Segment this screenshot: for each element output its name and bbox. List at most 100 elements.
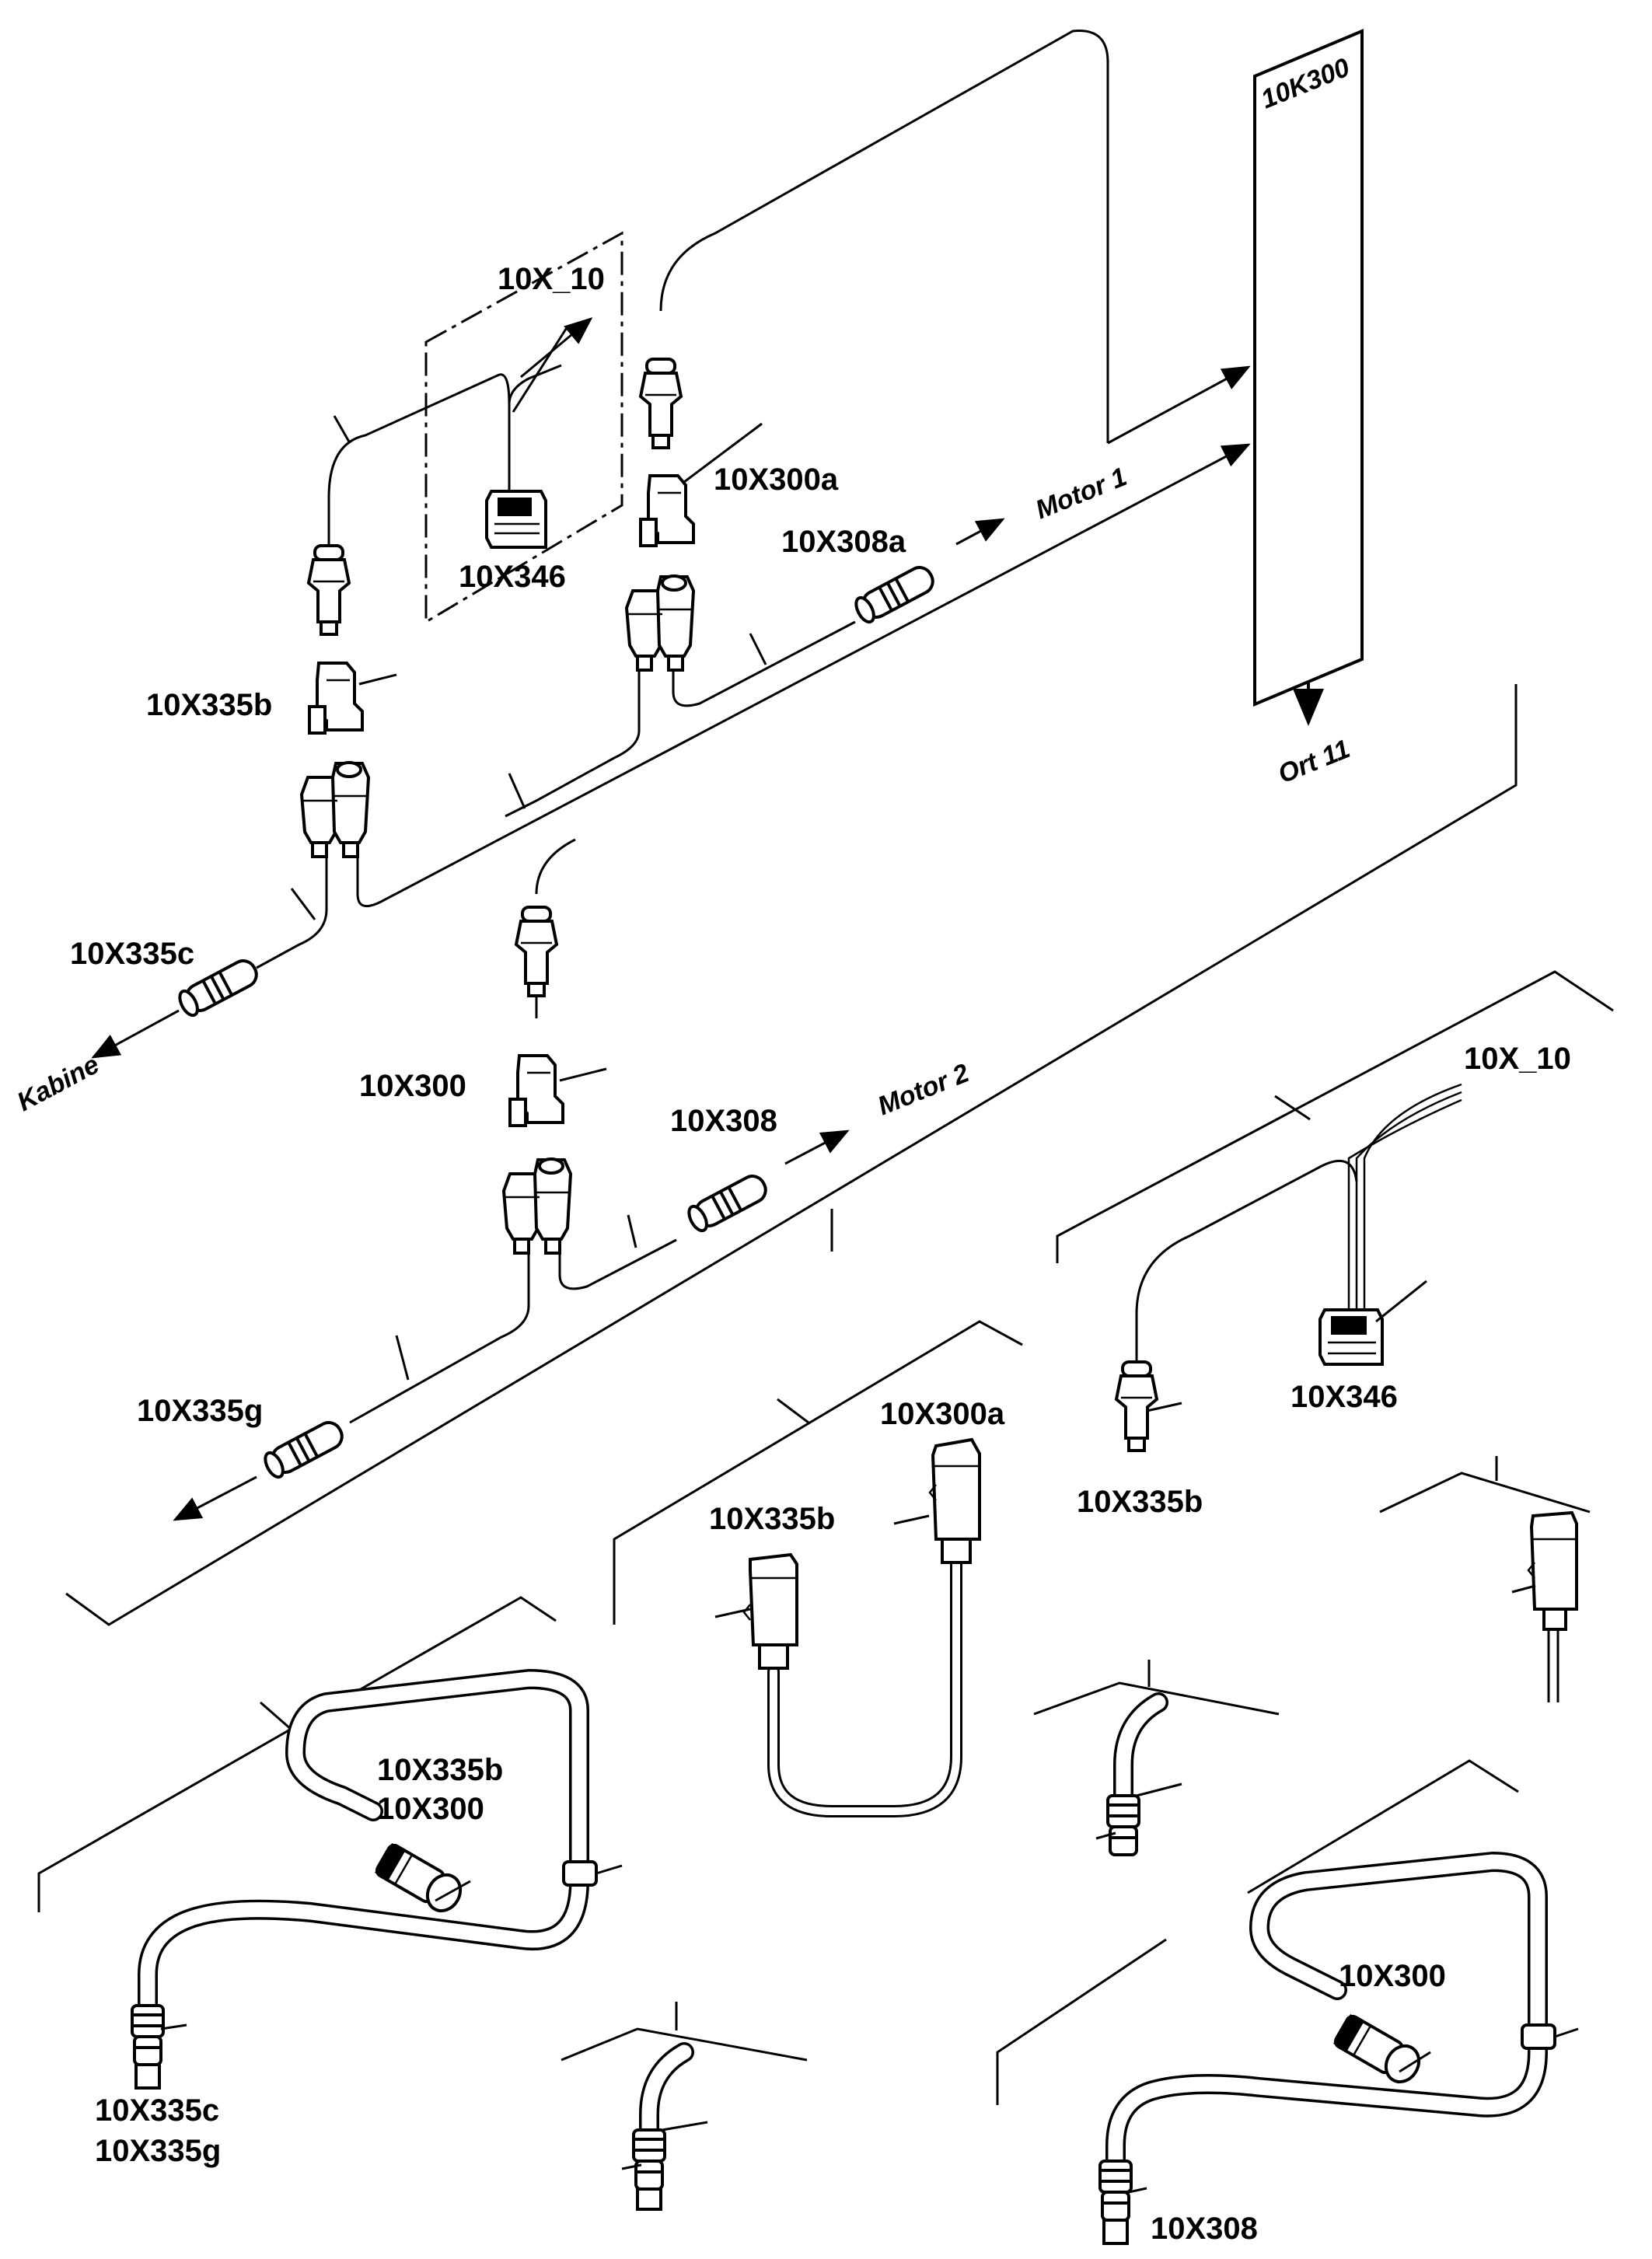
leader-trunk bbox=[508, 773, 526, 809]
leader-10x300 bbox=[559, 1067, 607, 1082]
label-10x308a: 10X308a bbox=[781, 525, 906, 559]
bracket-tick-middle bbox=[777, 1398, 809, 1424]
leader-10x335b bbox=[358, 673, 397, 686]
bracket-tick-10x346 bbox=[1274, 1095, 1311, 1121]
leader-kabine-branch bbox=[290, 888, 316, 920]
label-10x335b: 10X335b bbox=[146, 688, 272, 722]
bracket-tick-left-loop bbox=[260, 1701, 292, 1731]
bracket-detail-10x346 bbox=[1056, 970, 1614, 1263]
clip-right-loop bbox=[1521, 2023, 1556, 2050]
leader-bend-1a bbox=[1136, 1782, 1182, 1797]
label-motor-2: Motor 2 bbox=[874, 1058, 973, 1121]
plug-left-loop bbox=[375, 1842, 463, 1913]
arrow-kabine bbox=[91, 1009, 180, 1059]
cable-mid bbox=[767, 1556, 962, 1817]
socket-10x300 bbox=[508, 1054, 564, 1127]
wire-arrow-ecu-1 bbox=[1107, 365, 1251, 445]
bracket-bend-2 bbox=[561, 2027, 808, 2062]
arrow-ecu-2 bbox=[1220, 443, 1251, 467]
label-10x335g: 10X335g bbox=[137, 1394, 263, 1428]
bracket-detail-far-right bbox=[1379, 1472, 1591, 1514]
leader-left-loop-end bbox=[160, 2023, 187, 2030]
socket-10x300a bbox=[639, 474, 695, 547]
plug-10x300-upper bbox=[515, 906, 558, 997]
leader-bend-2a bbox=[662, 2121, 708, 2132]
coupling-10x335g bbox=[262, 1418, 347, 1479]
double-connector-lower bbox=[502, 1157, 572, 1255]
label-mid-10x335b: 10X335b bbox=[709, 1502, 835, 1536]
leader-mid bbox=[749, 633, 767, 665]
wire-center-to-10x308a bbox=[672, 620, 856, 707]
plug-mid-10x335b bbox=[742, 1552, 798, 1670]
label-kabine: Kabine bbox=[12, 1049, 104, 1117]
label-mid-10x300a: 10X300a bbox=[880, 1397, 1005, 1431]
vplug-bend-1 bbox=[1106, 1794, 1140, 1856]
leader-mid-10x335b bbox=[714, 1608, 751, 1618]
label-right-10x346: 10X346 bbox=[1291, 1380, 1398, 1414]
cable-left-loop bbox=[138, 1669, 589, 2062]
plug-right-10x335b bbox=[1115, 1360, 1158, 1452]
leader-bend-1b bbox=[1095, 1831, 1116, 1840]
arrow-10x335g bbox=[173, 1475, 257, 1521]
label-10x300a: 10X300a bbox=[714, 463, 839, 497]
vplug-right-loop bbox=[1098, 2159, 1133, 2222]
connector-right-10x346 bbox=[1318, 1308, 1384, 1366]
ort-label: Ort 11 bbox=[1274, 734, 1354, 789]
ecu-label: 10K300 bbox=[1257, 53, 1354, 115]
wire-right-10x-10-a bbox=[1363, 1083, 1462, 1314]
wire-lower-to-10x308 bbox=[558, 1238, 677, 1290]
bracket-right-loop-a bbox=[996, 1938, 1167, 2105]
label-left-bottom-line2: 10X335g bbox=[95, 2134, 221, 2168]
label-10x335c: 10X335c bbox=[70, 937, 194, 971]
arrow-motor-2 bbox=[784, 1130, 850, 1165]
wire-branch-10x300 bbox=[535, 838, 576, 895]
plug-10x300a-upper bbox=[639, 358, 683, 449]
leader-right-loop-plug bbox=[1399, 2051, 1431, 2073]
cable-right-loop bbox=[1105, 1852, 1548, 2206]
ecu-10k300: 10K300 bbox=[1253, 28, 1364, 707]
bracket-bend-1 bbox=[1033, 1681, 1280, 1716]
leader-mid-10x300a bbox=[893, 1514, 930, 1525]
leader-lower-mid bbox=[627, 1214, 637, 1248]
wire-10x346-out bbox=[508, 364, 562, 498]
plug-10x335b-upper bbox=[307, 544, 351, 636]
leader-bend-2b bbox=[621, 2163, 642, 2170]
bracket-left-loop bbox=[37, 1596, 557, 1912]
clip-left-loop bbox=[562, 1860, 598, 1887]
coupling-10x308 bbox=[686, 1171, 770, 1233]
connector-10x346 bbox=[485, 490, 547, 549]
leader-clip-left-loop bbox=[595, 1864, 623, 1875]
leader-lower-left bbox=[395, 1335, 410, 1381]
leader-far-right bbox=[1511, 1584, 1536, 1594]
wire-center-down bbox=[505, 670, 641, 818]
label-right-10x335b: 10X335b bbox=[1077, 1485, 1203, 1519]
label-left-bottom-line1: 10X335c bbox=[95, 2093, 219, 2128]
section-bracket-main bbox=[65, 684, 1518, 1626]
label-10x308: 10X308 bbox=[670, 1104, 777, 1138]
leader-right-10x346 bbox=[1375, 1280, 1427, 1323]
wire-right-10x-10-b bbox=[1355, 1091, 1462, 1314]
label-loop-right-10x300: 10X300 bbox=[1339, 1959, 1446, 1993]
label-10x300: 10X300 bbox=[359, 1069, 466, 1103]
label-loop-left-line2: 10X300 bbox=[377, 1792, 484, 1826]
leader-clip-right-loop bbox=[1554, 2027, 1579, 2038]
double-connector-left bbox=[300, 761, 370, 858]
wire-right-10x-10-c bbox=[1347, 1098, 1462, 1314]
leader-10x300a bbox=[683, 422, 763, 484]
label-loop-left-line1: 10X335b bbox=[377, 1753, 503, 1787]
wire-to-ecu-top bbox=[659, 30, 1109, 443]
wire-plug-to-10x346 bbox=[327, 373, 511, 544]
label-right-bottom-10x308: 10X308 bbox=[1151, 2212, 1258, 2246]
leader-right-loop-end bbox=[1128, 2187, 1147, 2194]
leader-right-10x335b bbox=[1146, 1402, 1182, 1412]
group-box-10x346 bbox=[424, 231, 623, 624]
double-connector-center bbox=[625, 574, 695, 672]
bracket-detail-middle bbox=[613, 1320, 1023, 1625]
wire-right-10x335b bbox=[1135, 1159, 1358, 1360]
arrow-10x-10 bbox=[520, 317, 593, 379]
arrow-motor-1 bbox=[955, 518, 1005, 546]
bracket-right-loop-b bbox=[1247, 1759, 1519, 1894]
vplug-bend-2 bbox=[632, 2128, 666, 2191]
wire-lower-to-10x335g bbox=[349, 1253, 530, 1424]
